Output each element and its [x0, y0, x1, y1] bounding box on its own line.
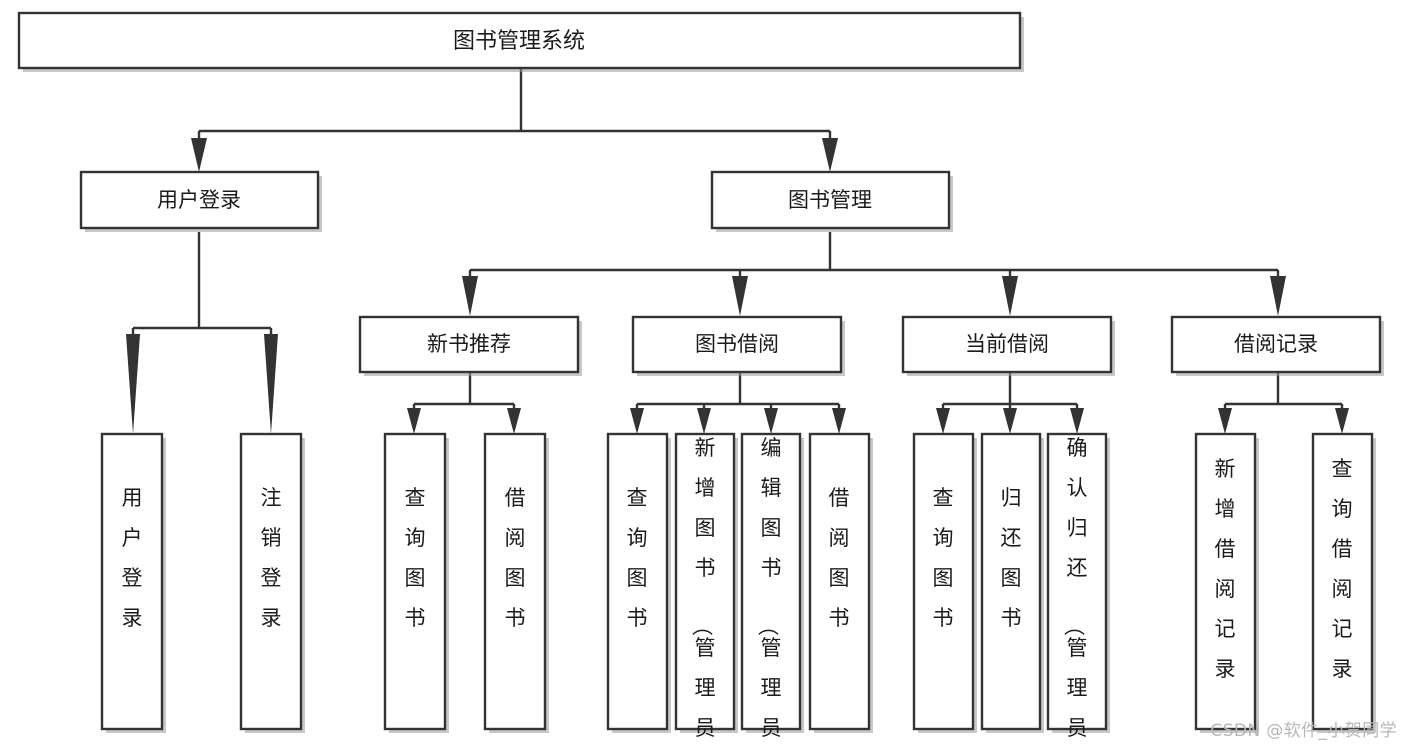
arrowhead-leaf-add-book-admin — [697, 408, 711, 434]
node-root[interactable]: 图书管理系统 — [17, 11, 1024, 72]
edges-layer — [126, 68, 1349, 434]
node-leaf-query-book-1[interactable]: 查询图书 — [383, 432, 449, 733]
node-borrow-record[interactable]: 借阅记录 — [1170, 315, 1384, 376]
node-borrow-record-label: 借阅记录 — [1234, 332, 1318, 356]
arrowhead-leaf-query-book-2 — [630, 408, 644, 434]
node-leaf-query-book-3-label: 查询图书 — [933, 486, 954, 630]
node-leaf-logout-login[interactable]: 注销登录 — [239, 432, 305, 733]
node-leaf-confirm-return-admin-rect — [1046, 432, 1108, 731]
node-leaf-edit-book-admin[interactable]: 编辑图书（管理员） — [740, 432, 804, 747]
node-new-book-recommend-label: 新书推荐 — [427, 332, 511, 356]
nodes-layer: 图书管理系统 用户登录 图书管理 新书推荐 — [17, 11, 1384, 747]
node-leaf-borrow-book-2-label: 借阅图书 — [829, 486, 850, 630]
node-leaf-borrow-book-1[interactable]: 借阅图书 — [483, 432, 549, 733]
node-leaf-query-book-2-rect — [606, 432, 669, 731]
node-book-management-rect — [710, 170, 951, 230]
node-borrow-record-rect — [1170, 315, 1382, 374]
node-leaf-query-book-1-label: 查询图书 — [405, 486, 426, 630]
node-leaf-query-book-2[interactable]: 查询图书 — [606, 432, 671, 733]
node-leaf-query-borrow-record[interactable]: 查询借阅记录 — [1311, 432, 1376, 733]
node-leaf-user-login-label: 用户登录 — [122, 486, 143, 630]
node-current-borrow-label: 当前借阅 — [965, 332, 1049, 356]
node-leaf-add-borrow-record[interactable]: 新增借阅记录 — [1194, 432, 1259, 733]
node-leaf-query-book-2-label: 查询图书 — [627, 486, 648, 630]
arrowhead-leaf-query-borrow-record — [1335, 408, 1349, 434]
node-leaf-edit-book-admin-label: 编辑图书（管理员） — [756, 436, 782, 747]
arrowhead-new-book-recommend — [462, 276, 478, 316]
node-book-borrow[interactable]: 图书借阅 — [631, 315, 845, 376]
node-book-borrow-rect — [631, 315, 843, 374]
csdn-watermark: CSDN @软件_小贺同学 — [1210, 721, 1397, 741]
node-leaf-logout-login-label: 注销登录 — [261, 486, 282, 630]
node-leaf-add-book-admin-label: 新增图书（管理员） — [690, 436, 716, 747]
arrowhead-leaf-confirm-return-admin — [1070, 408, 1084, 434]
node-leaf-return-book-rect — [980, 432, 1042, 731]
arrowhead-leaf-query-book-1 — [407, 408, 421, 434]
node-leaf-add-borrow-record-label: 新增借阅记录 — [1215, 457, 1236, 681]
node-current-borrow-rect — [901, 315, 1113, 374]
node-leaf-edit-book-admin-rect — [740, 432, 802, 731]
node-leaf-borrow-book-1-rect — [483, 432, 547, 731]
arrowhead-leaf-add-borrow-record — [1218, 408, 1232, 434]
node-leaf-user-login-rect — [100, 432, 164, 731]
node-book-management[interactable]: 图书管理 — [710, 170, 953, 232]
leaf-nodes-layer: 用户登录 注销登录 查询图书 借阅图书 — [100, 432, 1376, 747]
node-new-book-recommend-rect — [358, 315, 580, 374]
node-leaf-return-book-label: 归还图书 — [1001, 486, 1022, 630]
node-leaf-borrow-book-2[interactable]: 借阅图书 — [808, 432, 873, 733]
node-root-rect — [17, 11, 1022, 70]
arrowhead-leaf-borrow-book-1 — [507, 408, 521, 434]
node-leaf-query-book-3[interactable]: 查询图书 — [912, 432, 977, 733]
arrowhead-leaf-logout-login — [264, 334, 278, 434]
arrowhead-user-login — [191, 138, 207, 172]
node-leaf-add-borrow-record-rect — [1194, 432, 1257, 731]
node-root-label: 图书管理系统 — [453, 29, 585, 54]
node-leaf-logout-login-rect — [239, 432, 303, 731]
node-new-book-recommend[interactable]: 新书推荐 — [358, 315, 582, 376]
node-leaf-add-book-admin[interactable]: 新增图书（管理员） — [674, 432, 738, 747]
node-leaf-borrow-book-2-rect — [808, 432, 871, 731]
node-leaf-query-book-3-rect — [912, 432, 975, 731]
arrowhead-leaf-user-login — [126, 334, 140, 434]
node-leaf-return-book[interactable]: 归还图书 — [980, 432, 1044, 733]
node-user-login[interactable]: 用户登录 — [79, 170, 322, 232]
node-leaf-user-login[interactable]: 用户登录 — [100, 432, 166, 733]
node-leaf-confirm-return-admin[interactable]: 确认归还（管理员） — [1046, 432, 1110, 747]
node-leaf-add-book-admin-rect — [674, 432, 736, 731]
arrowhead-leaf-query-book-3 — [936, 408, 950, 434]
arrowhead-leaf-edit-book-admin — [764, 408, 778, 434]
arrowhead-leaf-return-book — [1003, 408, 1017, 434]
node-leaf-query-borrow-record-label: 查询借阅记录 — [1332, 457, 1353, 681]
node-leaf-borrow-book-1-label: 借阅图书 — [505, 486, 526, 630]
node-user-login-label: 用户登录 — [157, 188, 241, 212]
node-book-management-label: 图书管理 — [788, 188, 872, 212]
node-leaf-query-book-1-rect — [383, 432, 447, 731]
node-book-borrow-label: 图书借阅 — [695, 332, 779, 356]
node-leaf-confirm-return-admin-label: 确认归还（管理员） — [1062, 436, 1088, 747]
arrowhead-current-borrow — [1002, 276, 1018, 316]
arrowhead-book-borrow — [732, 276, 748, 316]
node-leaf-query-borrow-record-rect — [1311, 432, 1374, 731]
arrowhead-borrow-record — [1270, 276, 1286, 316]
arrowhead-leaf-borrow-book-2 — [832, 408, 846, 434]
node-current-borrow[interactable]: 当前借阅 — [901, 315, 1115, 376]
node-user-login-rect — [79, 170, 320, 230]
arrowhead-book-management — [822, 138, 838, 172]
